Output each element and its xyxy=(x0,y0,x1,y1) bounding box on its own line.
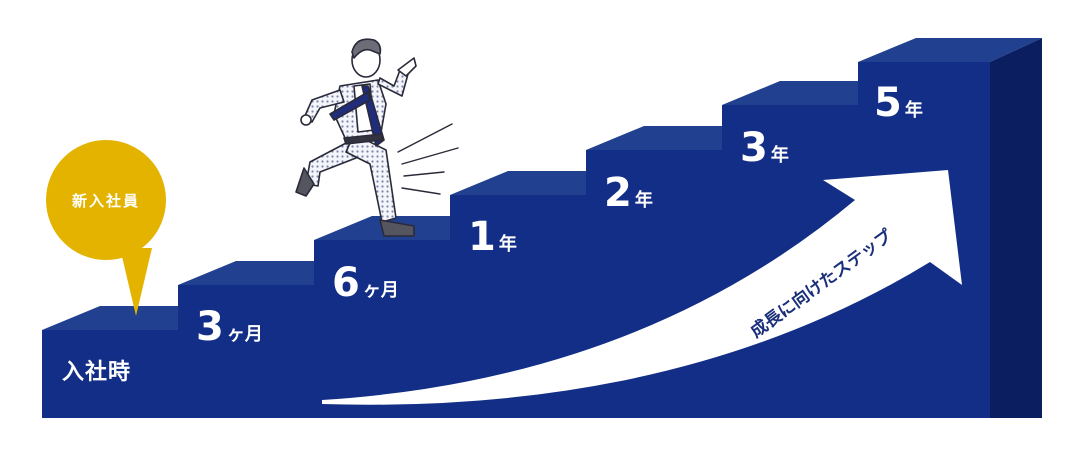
growth-arrow xyxy=(322,170,962,405)
step-unit: 年 xyxy=(904,100,923,121)
step-unit: ヶ月 xyxy=(362,280,399,301)
step-number: 3 xyxy=(196,304,224,350)
stair-top-6 xyxy=(858,38,1042,62)
running-businessman-icon xyxy=(295,38,459,237)
step-unit: 年 xyxy=(770,145,789,166)
step-unit: 年 xyxy=(634,190,653,211)
step-number: 6 xyxy=(332,260,360,306)
step-number: 3 xyxy=(740,125,768,171)
joining-label: 入社時 xyxy=(62,360,132,385)
step-number: 5 xyxy=(874,80,902,126)
step-unit: ヶ月 xyxy=(226,324,263,345)
new-employee-label: 新入社員 xyxy=(72,192,141,210)
stair-side xyxy=(990,38,1042,418)
step-unit: 年 xyxy=(498,234,517,255)
speech-bubble xyxy=(46,140,166,316)
step-number: 2 xyxy=(604,170,632,216)
step-number: 1 xyxy=(468,214,496,260)
